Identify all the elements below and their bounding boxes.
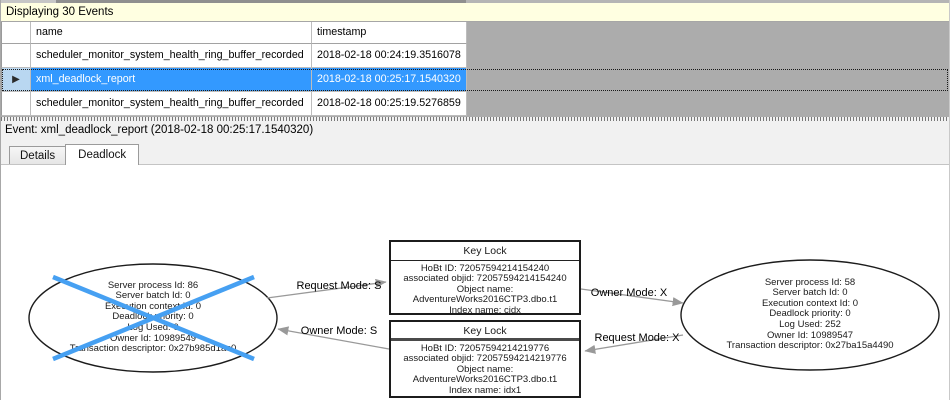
node-text-line: Owner Id: 10989547 (766, 329, 854, 341)
selected-event-label: Event: xml_deadlock_report (2018-02-18 0… (5, 123, 314, 136)
column-header-timestamp[interactable]: timestamp (312, 21, 467, 44)
node-text-line: Server process Id: 58 (764, 276, 856, 288)
grid-row-filler (467, 44, 949, 68)
process-node[interactable] (680, 258, 940, 371)
clipped-toolbar-strip (1, 0, 949, 3)
events-count-bar: Displaying 30 Events (1, 2, 949, 22)
node-text-line: Object name: AdventureWorks2016CTP3.dbo.… (412, 363, 558, 386)
node-text-line: Deadlock priority: 0 (769, 308, 851, 320)
grid-header-row: name timestamp (1, 21, 949, 44)
tab-deadlock-label: Deadlock (78, 148, 127, 161)
events-count-label: Displaying 30 Events (6, 5, 114, 18)
edge-label-request-s: Request Mode: S (296, 279, 382, 292)
key-lock-title: Key Lock (391, 322, 579, 341)
tab-strip: Details Deadlock (1, 140, 949, 165)
node-text-line: HoBt ID: 72057594214154240 (420, 262, 550, 274)
events-grid[interactable]: name timestamp scheduler_monitor_system_… (1, 21, 949, 117)
event-timestamp-cell[interactable]: 2018-02-18 00:25:17.1540320 (312, 67, 467, 92)
edge-owner-x (580, 287, 684, 306)
edge-owner-s (277, 325, 390, 350)
edge-label-owner-x: Owner Mode: X (590, 286, 668, 299)
node-text-line: Index name: cidx (449, 304, 521, 316)
event-timestamp-cell[interactable]: 2018-02-18 00:24:19.3516078 (312, 43, 467, 68)
event-name-cell[interactable]: scheduler_monitor_system_health_ring_buf… (31, 91, 312, 116)
edge-label-request-x: Request Mode: X (594, 331, 680, 344)
node-text-line: Log Used: 0 (127, 321, 179, 333)
table-row-selected[interactable]: ▶ xml_deadlock_report 2018-02-18 00:25:1… (1, 67, 949, 92)
edge-request-x (584, 333, 684, 354)
pane-splitter[interactable] (1, 116, 949, 121)
grid-row-filler (467, 68, 949, 92)
node-text-line: Object name: AdventureWorks2016CTP3.dbo.… (412, 283, 558, 306)
tab-details-label: Details (20, 149, 56, 162)
table-row[interactable]: scheduler_monitor_system_health_ring_buf… (1, 43, 949, 68)
current-row-arrow-icon: ▶ (12, 73, 20, 85)
node-text-line: Transaction descriptor: 0x27b985d1ac0 (69, 343, 237, 355)
tab-deadlock[interactable]: Deadlock (65, 143, 140, 165)
edge-label-owner-s: Owner Mode: S (300, 324, 378, 337)
table-row[interactable]: scheduler_monitor_system_health_ring_buf… (1, 91, 949, 116)
event-name-cell[interactable]: xml_deadlock_report (31, 67, 312, 92)
row-header-cell[interactable]: ▶ (1, 67, 31, 92)
node-text-line: Server batch Id: 0 (772, 287, 848, 299)
event-name-cell[interactable]: scheduler_monitor_system_health_ring_buf… (31, 43, 312, 68)
node-text-line: associated objid: 72057594214154240 (403, 273, 567, 285)
column-header-name[interactable]: name (31, 21, 312, 44)
node-text-line: Transaction descriptor: 0x27ba15a4490 (726, 340, 894, 352)
row-header-cell[interactable] (1, 91, 31, 116)
event-timestamp-cell[interactable]: 2018-02-18 00:25:19.5276859 (312, 91, 467, 116)
node-text-line: Index name: idx1 (448, 384, 522, 396)
node-text-line: Log Used: 252 (779, 318, 841, 330)
node-text-line: Execution context Id: 0 (761, 297, 859, 309)
node-text-line: associated objid: 72057594214219776 (403, 353, 567, 365)
key-lock-title: Key Lock (391, 242, 579, 261)
node-text-line: HoBt ID: 72057594214219776 (420, 342, 550, 354)
row-header-cell[interactable] (1, 43, 31, 68)
grid-row-filler (467, 92, 949, 116)
grid-header-filler (467, 22, 949, 44)
edge-request-s (266, 278, 387, 299)
tab-details[interactable]: Details (9, 145, 67, 164)
grid-corner-cell[interactable] (1, 21, 31, 44)
selected-event-bar: Event: xml_deadlock_report (2018-02-18 0… (1, 120, 949, 141)
